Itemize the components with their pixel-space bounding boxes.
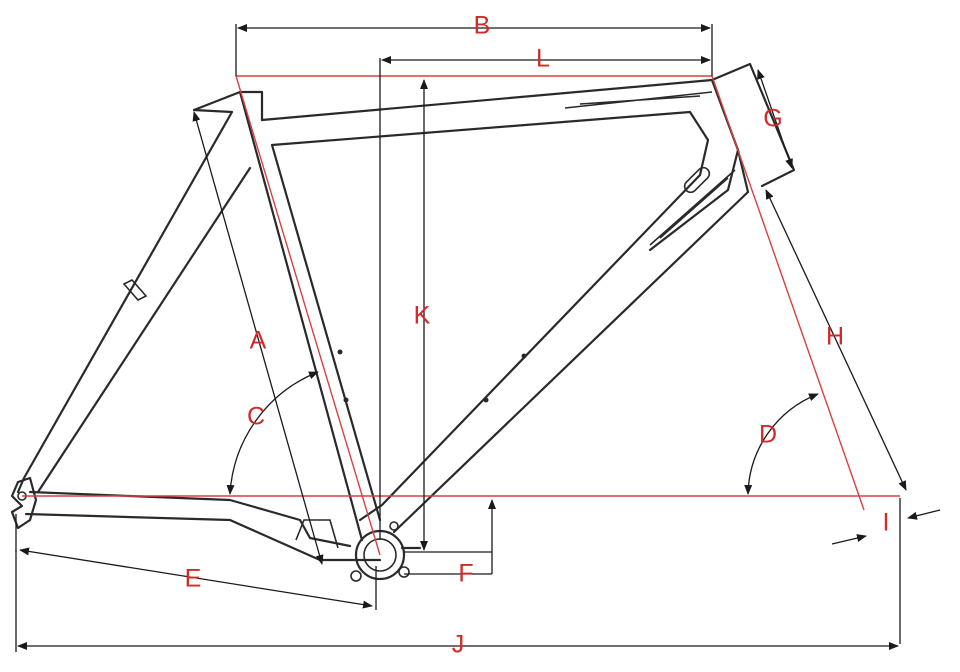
label-l: L xyxy=(536,45,550,73)
dimension-lines xyxy=(15,24,941,652)
dimension-h-line xyxy=(765,189,907,491)
top-tube-slot xyxy=(683,166,711,194)
boss-4 xyxy=(483,397,489,403)
cable-guide xyxy=(122,279,148,301)
label-k: K xyxy=(414,302,431,330)
bb-bolt-top xyxy=(389,521,399,531)
label-e: E xyxy=(185,565,202,593)
dimension-i-arrow-right xyxy=(907,509,941,520)
label-i: I xyxy=(883,509,890,537)
top-tube xyxy=(260,78,740,522)
chain-stay xyxy=(24,490,382,562)
label-j: J xyxy=(452,631,465,659)
label-h: H xyxy=(826,323,844,351)
dimension-i-arrow-left xyxy=(831,534,867,545)
boss-3 xyxy=(521,353,527,359)
chainstay-bridge xyxy=(295,519,339,549)
dimension-labels: B L G K A H C D I F E J xyxy=(185,12,890,659)
angle-c-arc xyxy=(226,371,319,495)
label-b: B xyxy=(474,12,491,40)
seat-axis-line xyxy=(235,75,381,556)
dimension-e-line xyxy=(19,547,373,609)
down-tube xyxy=(392,190,750,550)
seat-tube xyxy=(192,90,382,542)
label-g: G xyxy=(763,105,782,133)
bb-bolt-left xyxy=(350,570,362,582)
bike-frame xyxy=(10,62,796,582)
label-f: F xyxy=(458,560,473,588)
bb-bolt-right xyxy=(398,566,410,578)
label-c: C xyxy=(247,403,265,431)
boss-1 xyxy=(337,349,343,355)
label-d: D xyxy=(759,421,777,449)
top-tube-decal xyxy=(564,91,736,246)
label-a: A xyxy=(250,327,267,355)
dimension-g-line xyxy=(757,69,793,169)
rear-dropout xyxy=(10,476,38,530)
steering-axis-line xyxy=(711,75,865,511)
seat-stay xyxy=(16,108,252,494)
boss-2 xyxy=(343,397,349,403)
